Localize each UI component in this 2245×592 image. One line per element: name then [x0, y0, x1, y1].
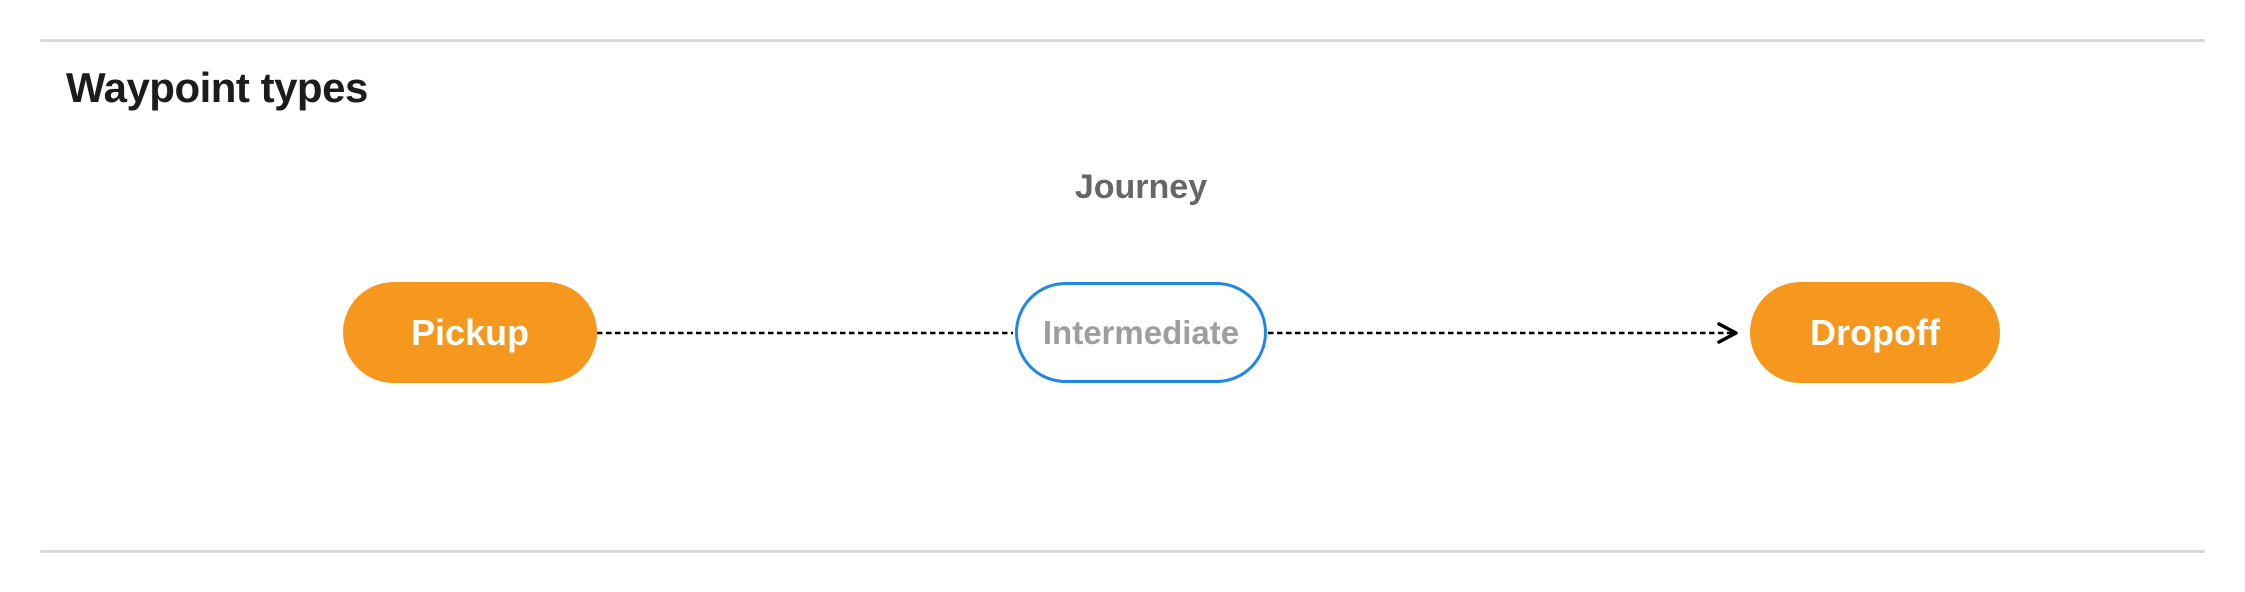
node-dropoff: Dropoff — [1750, 282, 2000, 383]
node-intermediate-label: Intermediate — [1042, 313, 1240, 351]
node-pickup-label: Pickup — [410, 311, 530, 353]
node-pickup: Pickup — [343, 282, 597, 383]
page-title: Waypoint types — [66, 64, 368, 111]
node-intermediate: Intermediate — [1015, 282, 1267, 383]
bottom-divider — [40, 550, 2205, 553]
top-divider — [40, 39, 2205, 42]
node-dropoff-label: Dropoff — [1810, 311, 1940, 353]
diagram-title: Journey — [1074, 168, 1208, 206]
